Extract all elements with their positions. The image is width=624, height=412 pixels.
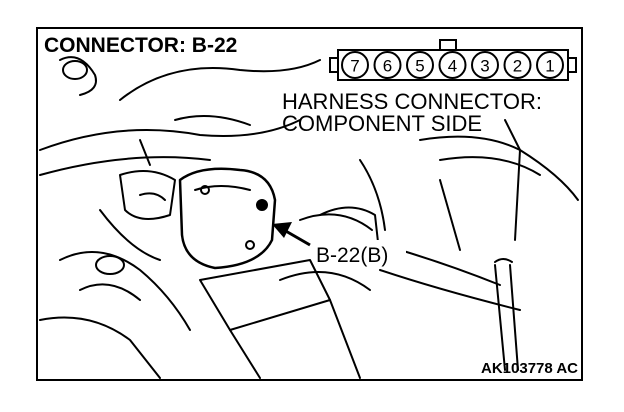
engine-bay-illustration — [39, 56, 579, 379]
connector-pin-number: 5 — [415, 57, 424, 76]
connector-pin-number: 2 — [513, 57, 522, 76]
harness-label-line1: HARNESS CONNECTOR: — [282, 89, 542, 114]
harness-connector-face: 7 6 5 4 3 2 1 — [329, 39, 577, 81]
callout-bg — [314, 240, 406, 266]
figure-code: AK103778 AC — [481, 360, 578, 377]
callout-arrow — [272, 222, 311, 247]
connector-pin — [373, 51, 402, 79]
connector-pin — [503, 51, 532, 79]
connector-key-tab — [439, 39, 457, 51]
connector-pin-number: 4 — [448, 57, 457, 76]
connector-pin — [438, 51, 467, 79]
connector-latch-left — [329, 57, 339, 73]
connector-pin — [406, 51, 434, 79]
connector-title: CONNECTOR: B-22 — [44, 34, 237, 57]
connector-pin — [536, 51, 564, 79]
connector-pin-number: 1 — [545, 57, 554, 76]
callout-label: B-22(B) — [316, 244, 388, 267]
connector-latch-right — [567, 57, 577, 73]
connector-pin-number: 7 — [350, 57, 359, 76]
connector-pin-number: 6 — [383, 57, 392, 76]
harness-label-line2: COMPONENT SIDE — [282, 111, 482, 136]
connector-pin — [471, 51, 499, 79]
connector-pin-number: 3 — [480, 57, 489, 76]
diagram-frame — [36, 27, 583, 381]
connector-pin — [341, 51, 369, 79]
